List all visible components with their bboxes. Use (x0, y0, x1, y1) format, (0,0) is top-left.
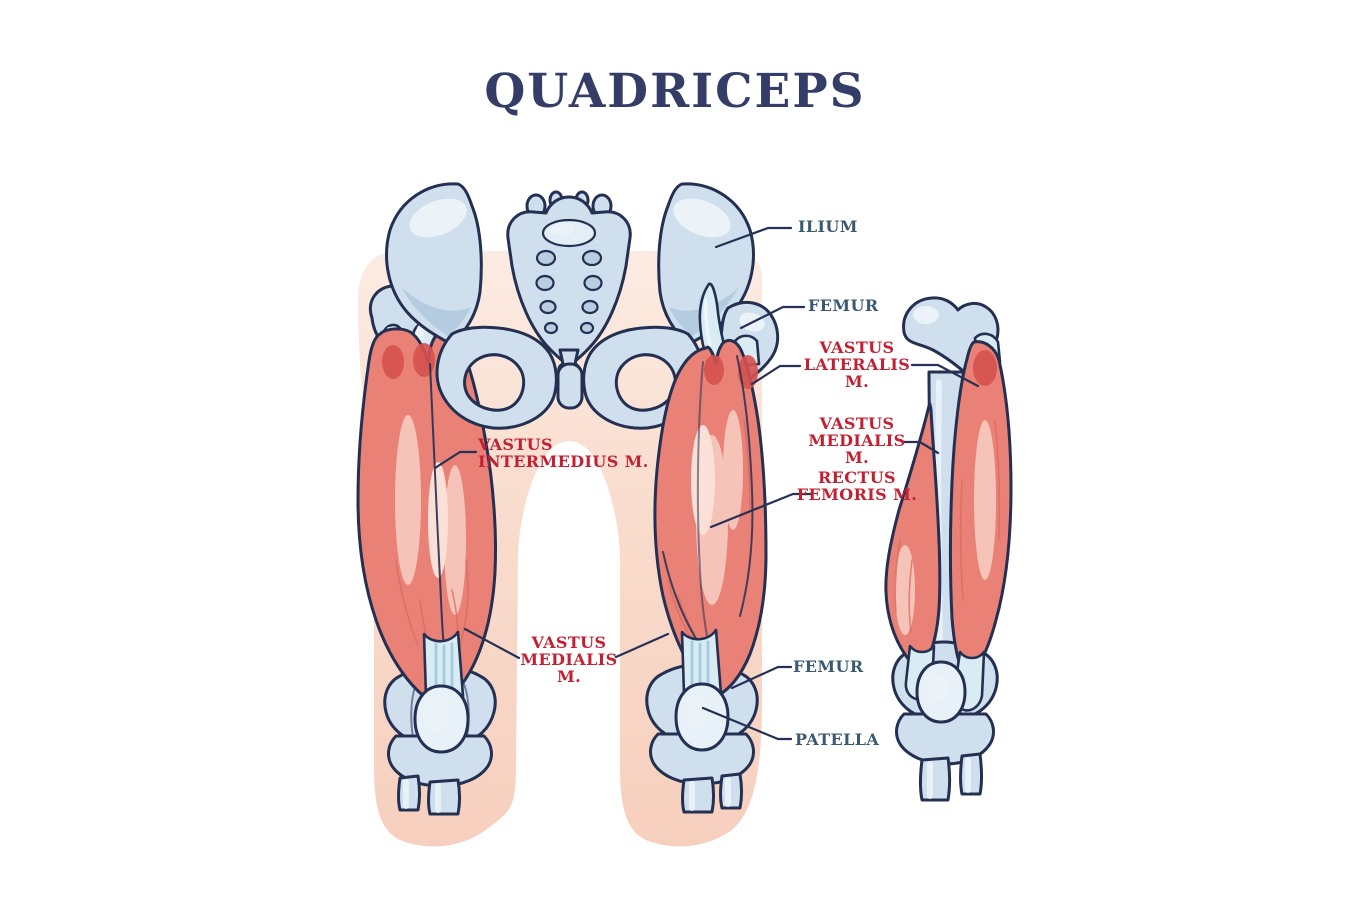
label-vastus-lateralis-line1: VASTUS (819, 338, 895, 357)
right-leg-illustration (884, 296, 1013, 802)
label-vastus-medialis-bottom-line2: MEDIALIS M. (520, 650, 618, 686)
label-patella: PATELLA (795, 730, 880, 749)
label-femur-bottom: FEMUR (793, 657, 864, 676)
leader-ilium (714, 226, 793, 249)
label-femur-top: FEMUR (808, 296, 879, 315)
label-vastus-intermedius-line1: VASTUS (478, 435, 553, 454)
leader-vastus-lateralis-left (750, 364, 802, 386)
pubis-ischium-left (435, 325, 558, 430)
tendon-horn-highlight (704, 298, 712, 347)
label-vastus-lateralis-line2: LATERALIS M. (803, 355, 911, 391)
middle-leg-illustration (645, 282, 780, 814)
sacral-foramen-r4 (579, 321, 595, 335)
right-lateralis-highlight (974, 420, 996, 580)
middle-muscle-highlight-2 (723, 410, 743, 530)
middle-muscle-highlight-3 (691, 425, 715, 535)
right-femur-head-highlight (913, 306, 939, 324)
label-vastus-medialis-bottom-line1: VASTUS (531, 633, 607, 652)
sacral-foramen-r1 (581, 249, 603, 267)
leader-vastus-medialis-bottom-right (614, 632, 670, 659)
middle-muscle-lateralis-contour (736, 355, 754, 617)
label-vastus-medialis-right-line2: MEDIALIS M. (808, 431, 906, 467)
leader-rectus-femoris (709, 492, 814, 529)
leader-patella (701, 706, 793, 741)
right-lateralis-dark-top (973, 350, 997, 386)
pubic-symphysis (556, 362, 584, 410)
left-leg-tibia-highlight (403, 779, 441, 813)
right-patella-highlight (927, 674, 947, 702)
sacral-canal-highlight (549, 223, 575, 235)
sacral-foramen-l3 (539, 299, 557, 315)
middle-leg-tibia-highlight (689, 777, 731, 811)
leader-lines (433, 226, 980, 741)
right-leg-tibia (919, 756, 951, 802)
middle-muscle-dark-top-2 (738, 355, 758, 389)
middle-leg-tibia (681, 776, 715, 814)
leader-vastus-medialis-bottom-left (463, 627, 521, 660)
label-rectus-femoris: RECTUS FEMORIS M. (796, 469, 918, 503)
label-rectus-femoris-line2: FEMORIS M. (796, 485, 918, 504)
label-vastus-lateralis: VASTUS LATERALIS M. (796, 339, 918, 390)
leader-vastus-lateralis-right (910, 363, 980, 388)
left-patella-highlight (424, 696, 448, 732)
left-muscle-dark-top-2 (413, 343, 435, 377)
right-lateralis-fibers (959, 419, 1001, 601)
iliac-wing-left-shade (402, 288, 471, 336)
label-ilium: ILIUM (798, 217, 858, 236)
iliac-wing-left-highlight (409, 198, 467, 238)
left-leg-tibia (427, 778, 461, 816)
label-vastus-intermedius-line2: INTERMEDIUS M. (478, 452, 649, 471)
iliac-wing-right-highlight (673, 198, 731, 238)
middle-muscle-dark-top-1 (704, 355, 724, 385)
leader-femur-bottom (730, 665, 793, 690)
diagram-title: QUADRICEPS (484, 64, 866, 119)
leader-vastus-intermedius (433, 450, 478, 470)
sacral-foramen-r2 (583, 274, 603, 292)
sacral-foramen-l2 (535, 274, 555, 292)
label-vastus-medialis-right: VASTUS MEDIALIS M. (796, 415, 918, 466)
sacral-foramen-l4 (543, 321, 559, 335)
sacrum (506, 195, 632, 368)
right-medialis-fibers (894, 539, 913, 633)
label-vastus-intermedius: VASTUS INTERMEDIUS M. (478, 436, 649, 470)
sacral-foramen-r3 (581, 299, 599, 315)
sacral-foramen-l1 (535, 249, 557, 267)
leader-vastus-medialis-right (901, 440, 940, 455)
left-muscle-dark-top-1 (382, 345, 404, 379)
label-vastus-medialis-right-line1: VASTUS (819, 414, 895, 433)
left-muscle-highlight-1 (395, 415, 421, 585)
left-muscle-highlight-2 (444, 465, 466, 615)
leader-femur-top (739, 305, 806, 330)
label-vastus-medialis-bottom: VASTUS MEDIALIS M. (508, 634, 630, 685)
middle-patella-highlight (686, 695, 708, 729)
right-leg-tibia-highlight (927, 757, 971, 799)
label-rectus-femoris-line1: RECTUS (817, 468, 897, 487)
